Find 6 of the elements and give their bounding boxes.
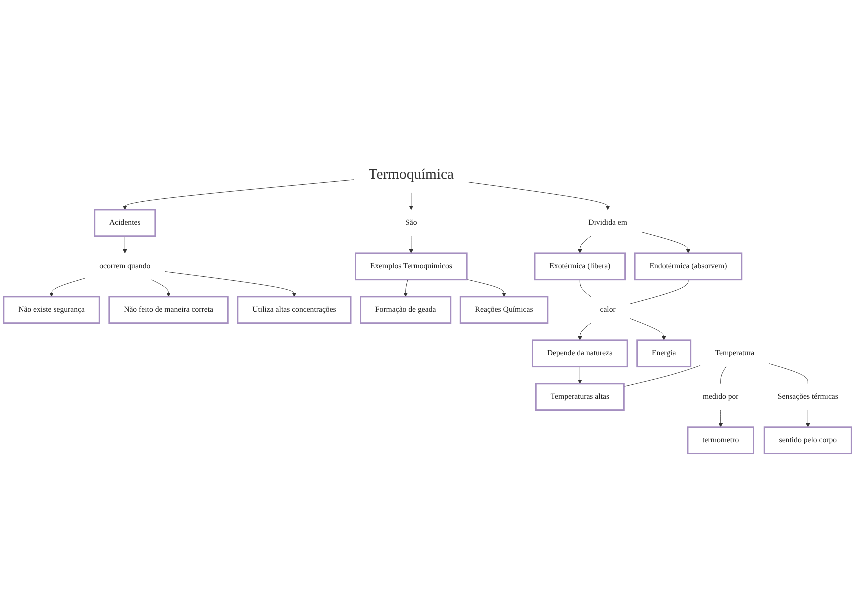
connector — [769, 364, 808, 384]
connector — [580, 280, 592, 298]
node-text: Termoquímica — [368, 166, 454, 183]
connector — [720, 366, 727, 384]
connector — [624, 365, 701, 388]
connector — [630, 280, 689, 304]
